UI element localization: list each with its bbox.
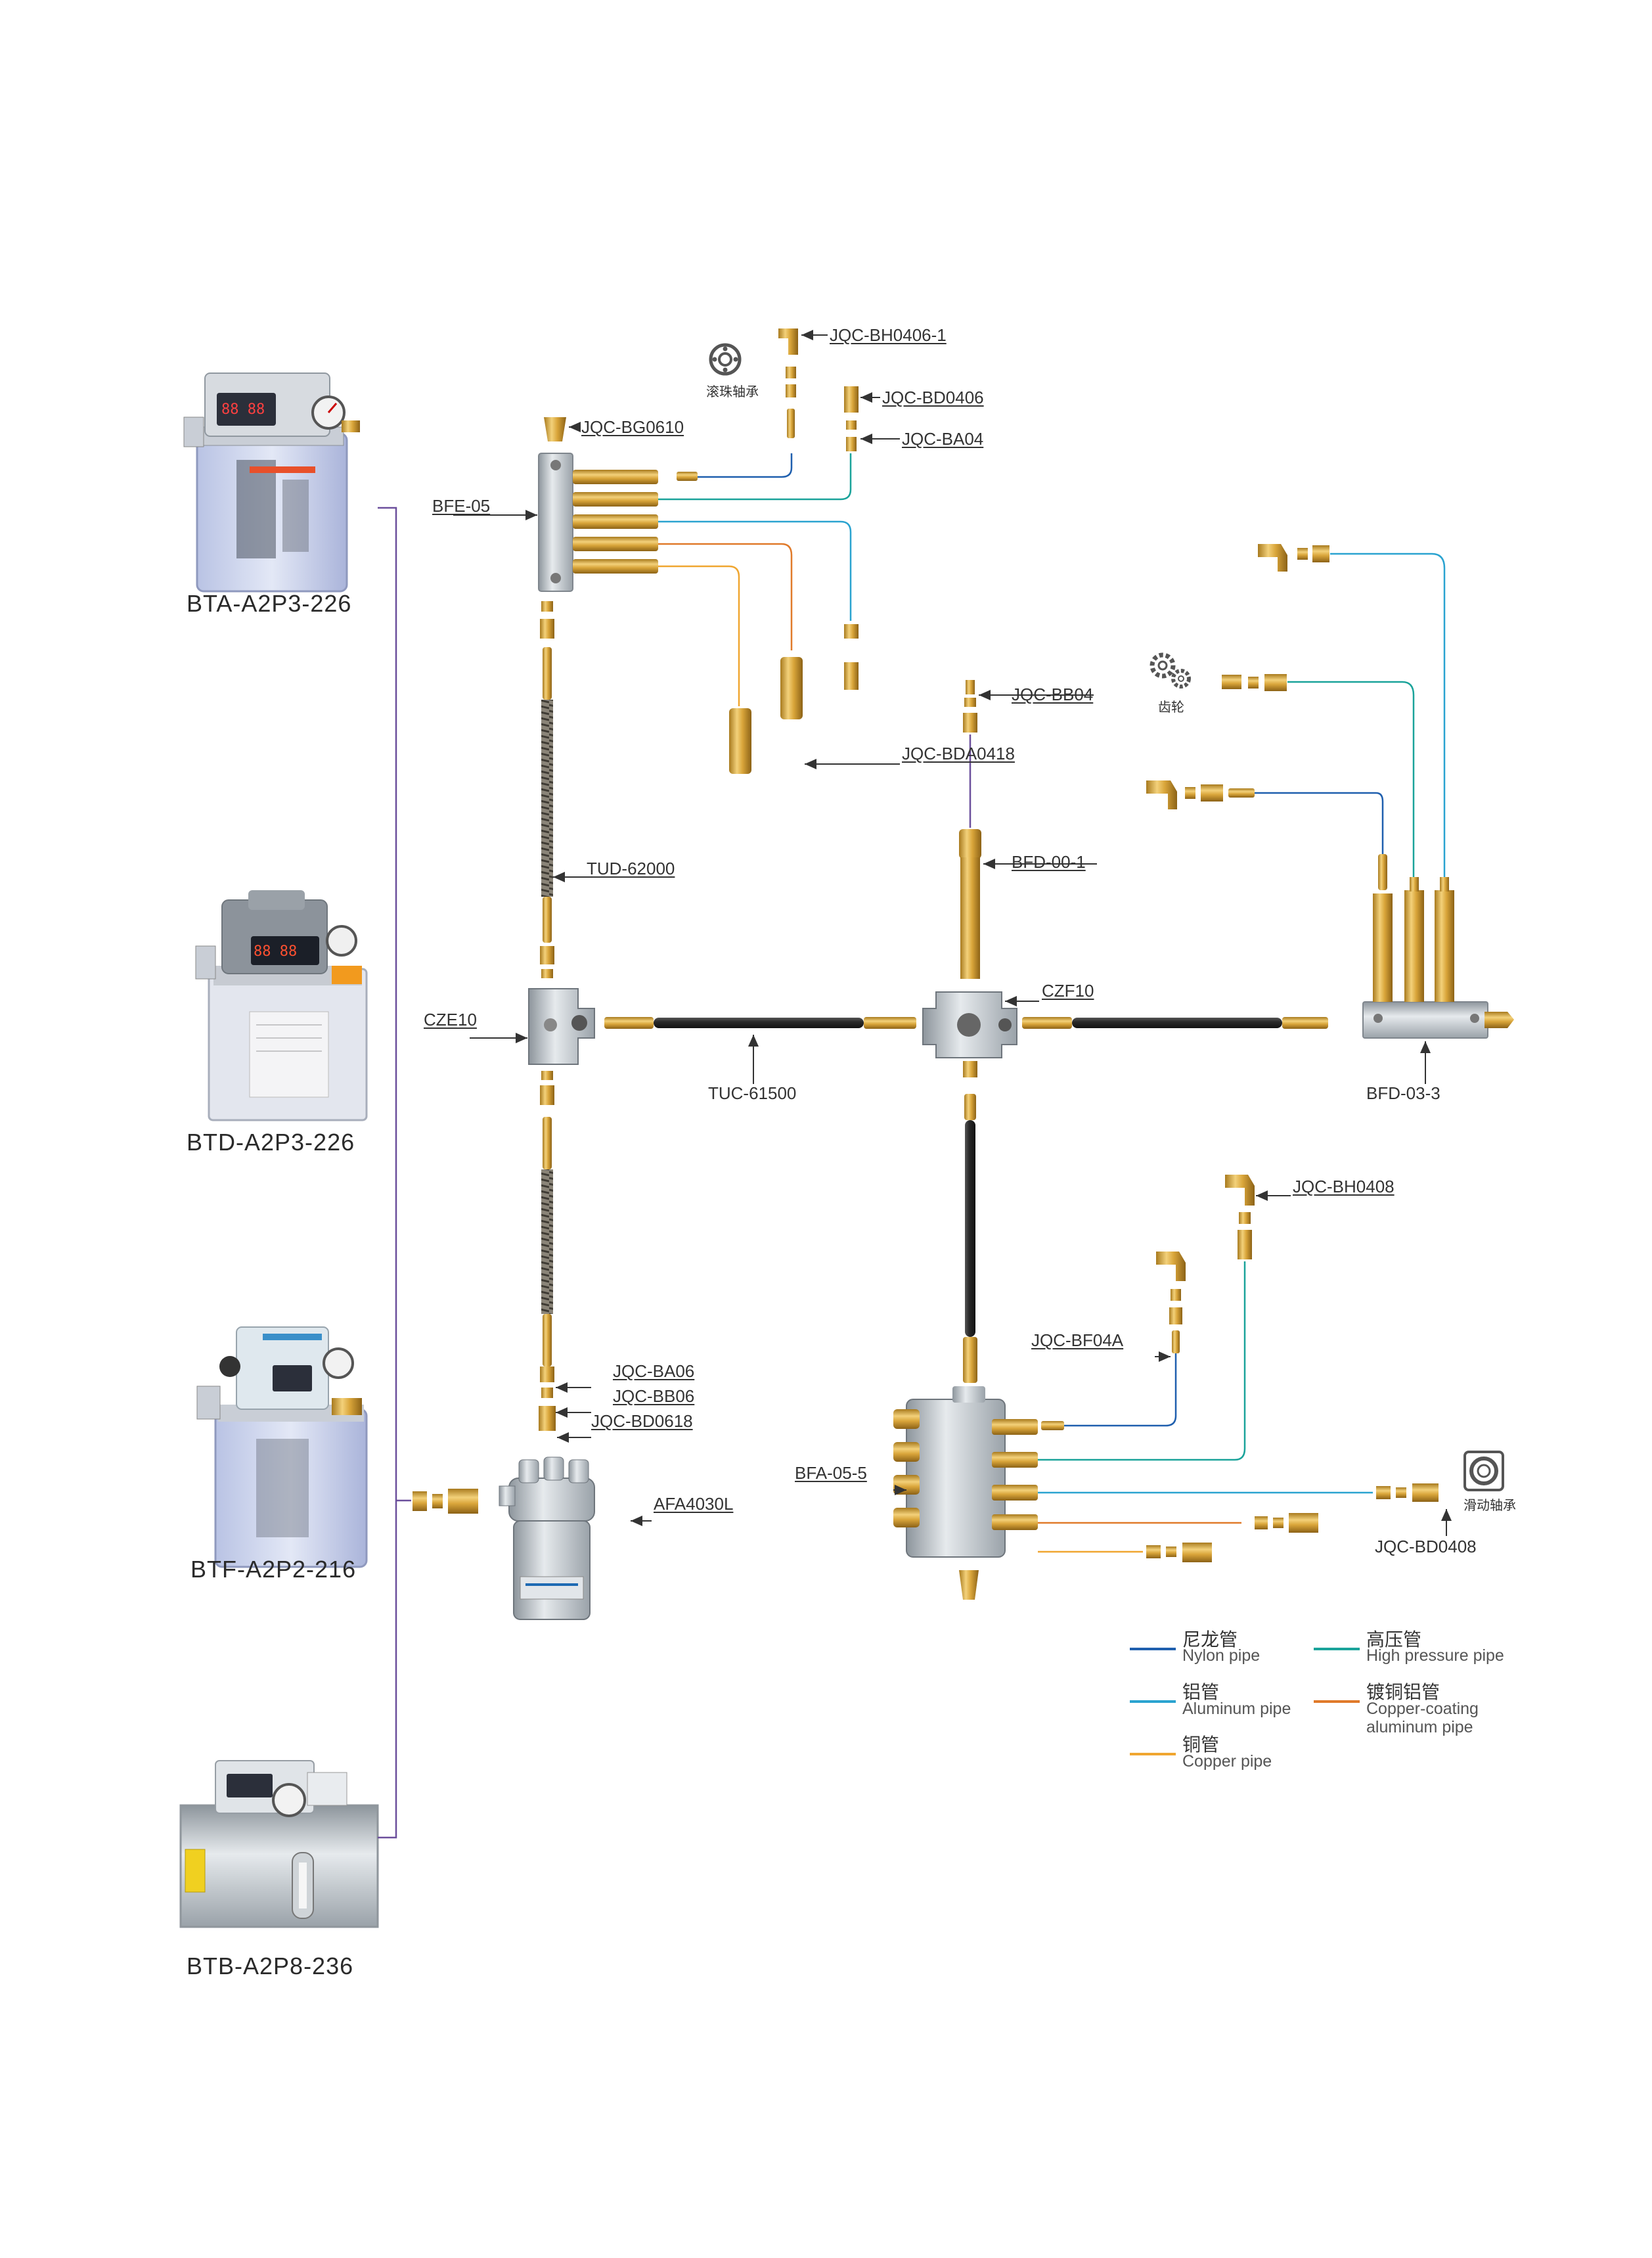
label-bfd-00-1: BFD-00-1 <box>1012 852 1086 872</box>
label-tud-62000: TUD-62000 <box>587 859 675 878</box>
bfd033-distributor <box>1362 854 1514 1039</box>
middle-column <box>922 680 1017 1383</box>
pump-btf-image <box>196 1326 368 1568</box>
bfe05-pipes <box>658 453 852 706</box>
label-bfa-05-5: BFA-05-5 <box>795 1463 867 1483</box>
pump-btd-image: 88 88 <box>195 890 368 1121</box>
label-jqc-bg0610: JQC-BG0610 <box>581 417 684 437</box>
legend-high-pressure-en: High pressure pipe <box>1366 1646 1504 1665</box>
label-sliding-bearing: 滑动轴承 <box>1463 1497 1516 1513</box>
pump-bta-image: 88 88 <box>183 373 360 593</box>
label-tuc-61500: TUC-61500 <box>708 1083 797 1103</box>
label-jqc-bd0406: JQC-BD0406 <box>882 388 984 407</box>
label-jqc-bd0618: JQC-BD0618 <box>591 1411 693 1431</box>
bfd033-fittings <box>1146 544 1329 809</box>
label-jqc-bda0418: JQC-BDA0418 <box>902 744 1015 763</box>
label-jqc-bh0406-1: JQC-BH0406-1 <box>830 325 947 345</box>
pump-to-filter-fittings <box>413 1489 478 1514</box>
legend-copper-coating-cn: 镀铜铝管 <box>1366 1681 1440 1703</box>
label-cze10: CZE10 <box>424 1010 477 1029</box>
pump-label-btb: BTB-A2P8-236 <box>187 1953 354 1979</box>
label-jqc-ba04: JQC-BA04 <box>902 429 984 449</box>
label-bfd-03-3: BFD-03-3 <box>1366 1083 1440 1103</box>
pump-btb-image <box>179 1760 379 1928</box>
label-jqc-bb06: JQC-BB06 <box>613 1386 695 1406</box>
svg-text:88 88: 88 88 <box>221 401 265 418</box>
legend-copper-en: Copper pipe <box>1182 1752 1272 1771</box>
label-afa4030l: AFA4030L <box>654 1494 734 1514</box>
sliding-bearing-icon <box>1463 1451 1504 1491</box>
left-column-fittings <box>528 601 595 1431</box>
pump-bracket <box>378 507 411 1839</box>
pump-label-btf: BTF-A2P2-216 <box>190 1556 357 1583</box>
svg-text:88 88: 88 88 <box>254 943 297 960</box>
label-jqc-bh0408: JQC-BH0408 <box>1293 1177 1395 1196</box>
legend-aluminum-cn: 铝管 <box>1182 1681 1220 1703</box>
bfa055-pipes <box>1038 1261 1373 1553</box>
pump-label-btd: BTD-A2P3-226 <box>187 1129 355 1156</box>
legend-nylon-en: Nylon pipe <box>1182 1646 1261 1665</box>
bfe05-distributor <box>538 453 658 592</box>
afa4030l-filter <box>499 1456 595 1620</box>
leader-lines <box>453 330 1452 1536</box>
legend-swatches <box>1130 1648 1360 1755</box>
bfa055-fittings <box>1041 1175 1439 1562</box>
legend-aluminum-en: Aluminum pipe <box>1182 1700 1291 1718</box>
bfa055-distributor <box>893 1386 1038 1600</box>
gear-icon <box>1150 652 1191 689</box>
label-gear: 齿轮 <box>1158 699 1184 715</box>
bfe05-fittings <box>677 328 859 774</box>
label-jqc-bd0408: JQC-BD0408 <box>1375 1537 1477 1556</box>
jqc-bg0610-part <box>544 417 566 441</box>
label-czf10: CZF10 <box>1042 981 1094 1001</box>
pump-label-bta: BTA-A2P3-226 <box>187 590 352 617</box>
label-bfe-05: BFE-05 <box>432 496 491 516</box>
bfd033-pipes <box>1255 553 1446 877</box>
right-hose <box>1022 1017 1328 1029</box>
legend-copper-cn: 铜管 <box>1182 1734 1220 1755</box>
ball-bearing-icon <box>709 343 742 376</box>
label-jqc-ba06: JQC-BA06 <box>613 1361 695 1381</box>
legend-copper-coating-en: Copper-coating aluminum pipe <box>1366 1700 1479 1736</box>
label-jqc-bb04: JQC-BB04 <box>1012 685 1094 704</box>
legend-nylon-cn: 尼龙管 <box>1182 1629 1238 1650</box>
label-ball-bearing: 滚珠轴承 <box>706 384 759 399</box>
label-jqc-bf04a: JQC-BF04A <box>1031 1330 1124 1350</box>
legend-high-pressure-cn: 高压管 <box>1366 1629 1422 1650</box>
tuc61500-hose <box>604 1017 916 1029</box>
